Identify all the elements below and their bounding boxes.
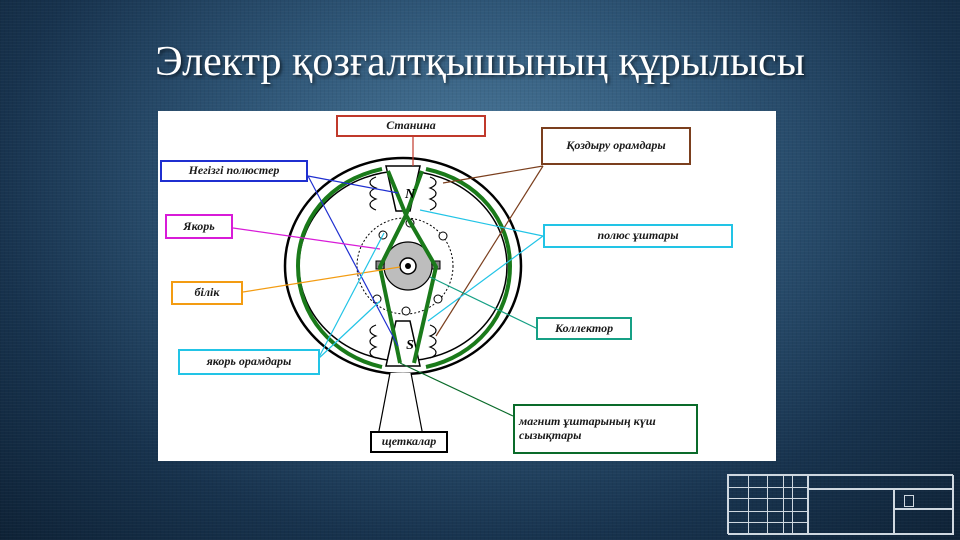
brush-holder xyxy=(377,372,424,437)
leader-excitation-2 xyxy=(435,165,544,337)
label-pole-tips: полюс ұштары xyxy=(543,224,733,248)
slide-title: Электр қозғалтқышының құрылысы xyxy=(154,39,806,85)
flux-right-outer xyxy=(425,167,513,369)
pole-south-letter: S xyxy=(406,338,414,353)
leader-armature xyxy=(232,227,381,250)
leader-excitation-1 xyxy=(442,165,544,184)
label-shaft: білік xyxy=(171,281,243,305)
leader-pole-tips-1 xyxy=(419,209,544,237)
label-stanina: Станина xyxy=(336,115,486,137)
coil-bottom-right xyxy=(428,324,437,359)
armature-slot-4 xyxy=(433,294,443,304)
armature-slot-2 xyxy=(438,231,448,241)
label-armature: Якорь xyxy=(165,214,233,239)
coil-top-left xyxy=(369,176,378,211)
flux-left-outer xyxy=(295,167,383,369)
leader-shaft xyxy=(242,266,401,293)
coil-top-right xyxy=(428,176,437,211)
label-brushes: щеткалар xyxy=(370,431,448,453)
leader-poles-1 xyxy=(307,175,399,194)
motor-drawing: N S xyxy=(232,136,544,437)
label-armature-windings: якорь орамдары xyxy=(178,349,320,375)
label-main-poles: Негізгі полюстер xyxy=(160,160,308,182)
armature-slot-6 xyxy=(401,306,411,316)
pole-north-letter: N xyxy=(404,187,416,202)
label-magnetic-flux-lines: магнит ұштарының күш сызықтары xyxy=(513,404,698,454)
label-excitation-windings: Қоздыру орамдары xyxy=(541,127,691,165)
leader-armature-windings-2 xyxy=(317,300,381,360)
leader-armature-windings-1 xyxy=(317,232,385,360)
label-collector: Коллектор xyxy=(536,317,632,340)
motor-diagram: N S Станина Қоздыру орамдары Негізгі пол… xyxy=(158,111,776,461)
flux-center-right xyxy=(403,170,439,364)
leader-collector xyxy=(429,276,539,330)
leader-poles-2 xyxy=(307,175,399,347)
coil-bottom-left xyxy=(369,324,378,359)
drawing-title-block xyxy=(727,474,954,535)
leader-flux-lines xyxy=(399,362,514,417)
leader-pole-tips-2 xyxy=(427,235,544,322)
shaft-center xyxy=(405,263,411,269)
